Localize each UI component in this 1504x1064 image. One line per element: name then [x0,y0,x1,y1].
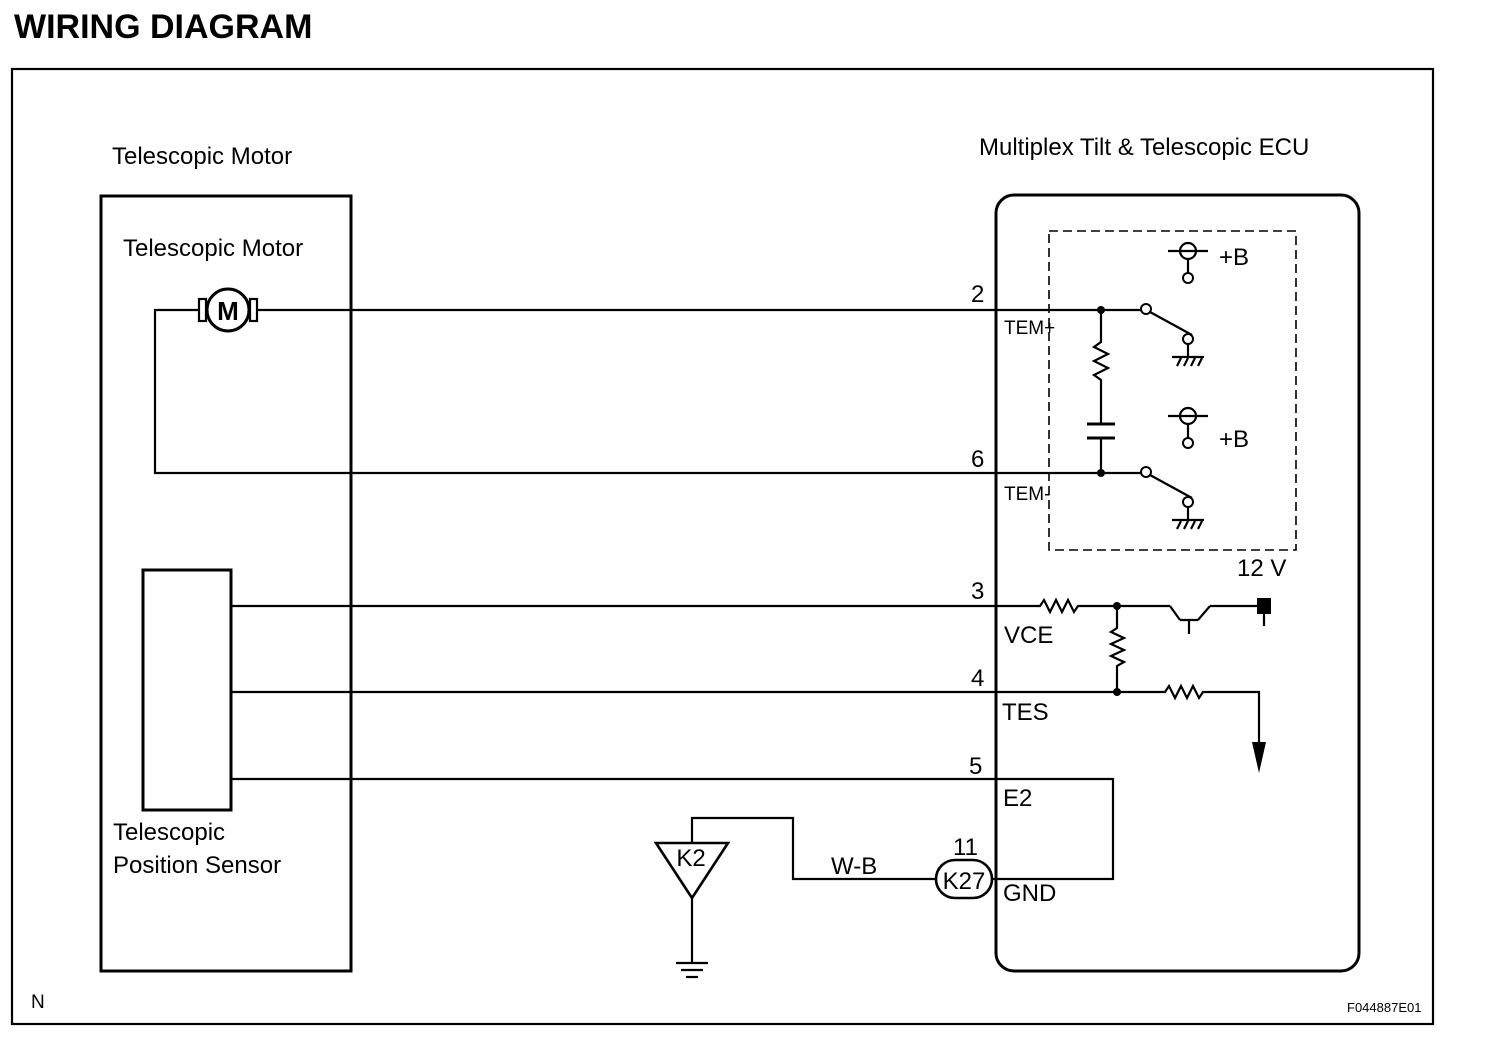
sensor-label-line1: Telescopic [113,819,225,846]
diagram-frame [10,67,1435,1026]
ground-point-k2-icon [653,841,731,901]
telescopic-motor-box [99,194,353,973]
ecu-label: Multiplex Tilt & Telescopic ECU [979,134,1309,161]
pin-number-11: 11 [953,834,978,861]
page-title: WIRING DIAGRAM [14,8,313,46]
footer-left-mark: N [31,992,45,1013]
pin-number-2: 2 [971,281,984,308]
wire-tem-minus [153,308,998,475]
telescopic-motor-outer-label: Telescopic Motor [112,143,292,170]
motor-driver-dashed-box [1048,230,1297,551]
sensor-label-line2: Position Sensor [113,852,281,879]
voltage-label: 12 V [1237,555,1286,582]
sensor-interface-circuit [998,597,1271,881]
ground-circuit [653,816,998,979]
motor-icon: M [197,287,259,333]
wire-color-label: W-B [831,853,877,880]
pin-number-5: 5 [969,753,982,780]
supply-label-b1: +B [1219,244,1249,271]
ground-point-k2-label: K2 [676,845,705,872]
pin-number-6: 6 [971,446,984,473]
pin-number-3: 3 [971,578,984,605]
pin-name-tem-plus: TEM+ [1004,318,1055,339]
supply-label-b2: +B [1219,426,1249,453]
connector-k27-icon [934,858,994,900]
pin-number-4: 4 [971,665,984,692]
tem-driver-circuit [998,241,1208,530]
telescopic-motor-inner-label: Telescopic Motor [123,235,303,262]
motor-symbol-letter: M [217,296,239,326]
ecu-box [994,193,1361,973]
connector-k27-label: K27 [943,868,986,895]
pin-name-e2: E2 [1003,785,1032,812]
figure-id: F044887E01 [1347,1000,1421,1015]
pin-name-tem-minus: TEM- [1004,484,1050,505]
position-sensor-box [141,568,233,812]
pin-name-gnd: GND [1003,880,1056,907]
pin-name-vce: VCE [1004,622,1053,649]
pin-name-tes: TES [1002,699,1049,726]
